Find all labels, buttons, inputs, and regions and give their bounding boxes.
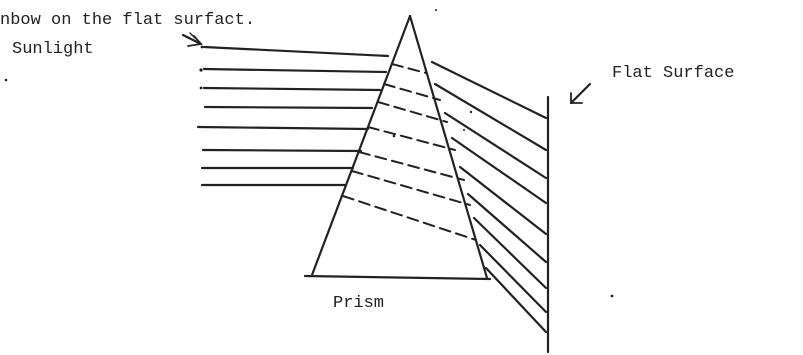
outgoing-ray [472, 216, 548, 290]
outgoing-ray [458, 165, 548, 236]
outgoing-ray [478, 243, 548, 314]
internal-rays [342, 63, 477, 241]
flat-surface-label: Flat Surface [612, 64, 735, 83]
incoming-ray [202, 86, 382, 92]
prism-label: Prism [333, 294, 385, 313]
arrow-tick [189, 32, 196, 39]
incoming-ray [202, 67, 388, 74]
incoming-ray [202, 45, 390, 58]
internal-ray [342, 195, 477, 241]
outgoing-rays [430, 60, 548, 334]
prism-base [303, 274, 492, 281]
outgoing-ray [443, 111, 548, 180]
outgoing-ray [433, 82, 548, 152]
incoming-rays [196, 45, 390, 187]
internal-ray [351, 170, 471, 206]
prism-left-edge [310, 14, 412, 277]
prism [303, 14, 492, 281]
incoming-ray [196, 125, 370, 131]
caption-text: nbow on the flat surfact. [0, 11, 256, 30]
flat-surface-arrow [569, 82, 592, 105]
internal-ray [358, 151, 465, 181]
incoming-ray [203, 105, 374, 110]
sunlight-arrow [181, 32, 203, 47]
ink-specks [4, 9, 614, 298]
incoming-ray [201, 148, 363, 153]
outgoing-ray [466, 192, 548, 264]
internal-ray [391, 63, 427, 74]
internal-ray [383, 83, 441, 101]
prism-right-edge [408, 14, 489, 280]
sunlight-label: Sunlight [12, 40, 94, 59]
outgoing-ray [450, 136, 548, 205]
outgoing-ray [484, 266, 548, 334]
internal-ray [377, 101, 448, 123]
internal-ray [367, 126, 456, 151]
outgoing-ray [430, 60, 548, 120]
